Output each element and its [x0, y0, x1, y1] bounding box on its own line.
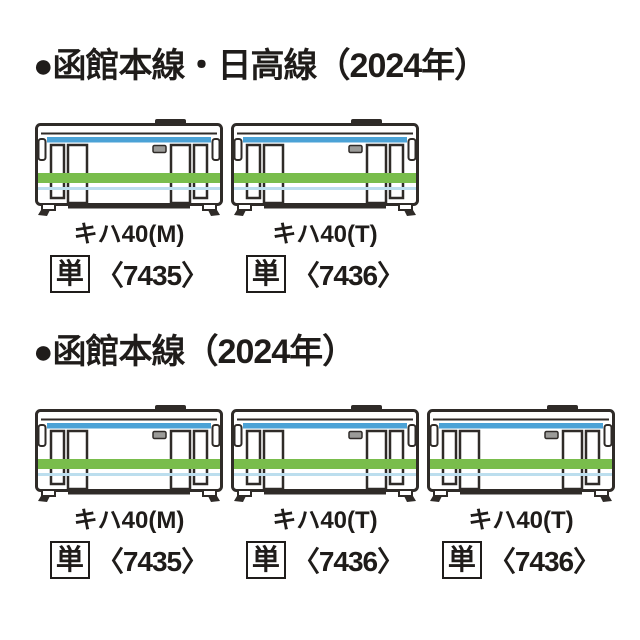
- product-number: 〈7435〉: [95, 260, 209, 291]
- train-car-diagram: [230, 404, 420, 502]
- unit-row: 単 〈7436〉: [245, 540, 405, 580]
- cars-row: キハ40(M) 単 〈7435〉 キハ40(T) 単 〈7436〉: [34, 118, 640, 294]
- single-unit-badge: 単: [245, 255, 286, 293]
- formation-diagram-page: ●函館本線・日高線（2024年） キハ40(M) 単 〈7435〉 キハ40(T…: [0, 44, 640, 580]
- formation-section-hakodate-hidaka: ●函館本線・日高線（2024年） キハ40(M) 単 〈7435〉 キハ40(T…: [0, 44, 640, 294]
- section-heading: ●函館本線・日高線（2024年）: [33, 47, 488, 85]
- car-entry: キハ40(T) 単 〈7436〉: [426, 404, 616, 580]
- unit-row: 単 〈7435〉: [49, 254, 209, 294]
- product-number: 〈7436〉: [291, 260, 405, 291]
- product-number: 〈7436〉: [487, 546, 601, 577]
- train-car-diagram: [426, 404, 616, 502]
- car-name: キハ40(T): [468, 507, 574, 534]
- formation-section-hakodate: ●函館本線（2024年） キハ40(M) 単 〈7435〉 キハ40(T) 単 …: [0, 330, 640, 580]
- product-number: 〈7436〉: [291, 546, 405, 577]
- car-entry: キハ40(T) 単 〈7436〉: [230, 404, 420, 580]
- section-heading: ●函館本線（2024年）: [33, 333, 356, 371]
- car-name: キハ40(T): [272, 221, 378, 248]
- unit-row: 単 〈7435〉: [49, 540, 209, 580]
- car-entry: キハ40(M) 単 〈7435〉: [34, 404, 224, 580]
- train-car-diagram: [34, 118, 224, 216]
- car-entry: キハ40(M) 単 〈7435〉: [34, 118, 224, 294]
- train-car-diagram: [34, 404, 224, 502]
- car-name: キハ40(M): [73, 221, 185, 248]
- single-unit-badge: 単: [49, 255, 90, 293]
- cars-row: キハ40(M) 単 〈7435〉 キハ40(T) 単 〈7436〉 キハ40(T…: [34, 404, 640, 580]
- unit-row: 単 〈7436〉: [245, 254, 405, 294]
- single-unit-badge: 単: [441, 541, 482, 579]
- car-entry: キハ40(T) 単 〈7436〉: [230, 118, 420, 294]
- car-name: キハ40(T): [272, 507, 378, 534]
- single-unit-badge: 単: [49, 541, 90, 579]
- car-name: キハ40(M): [73, 507, 185, 534]
- single-unit-badge: 単: [245, 541, 286, 579]
- product-number: 〈7435〉: [95, 546, 209, 577]
- train-car-diagram: [230, 118, 420, 216]
- unit-row: 単 〈7436〉: [441, 540, 601, 580]
